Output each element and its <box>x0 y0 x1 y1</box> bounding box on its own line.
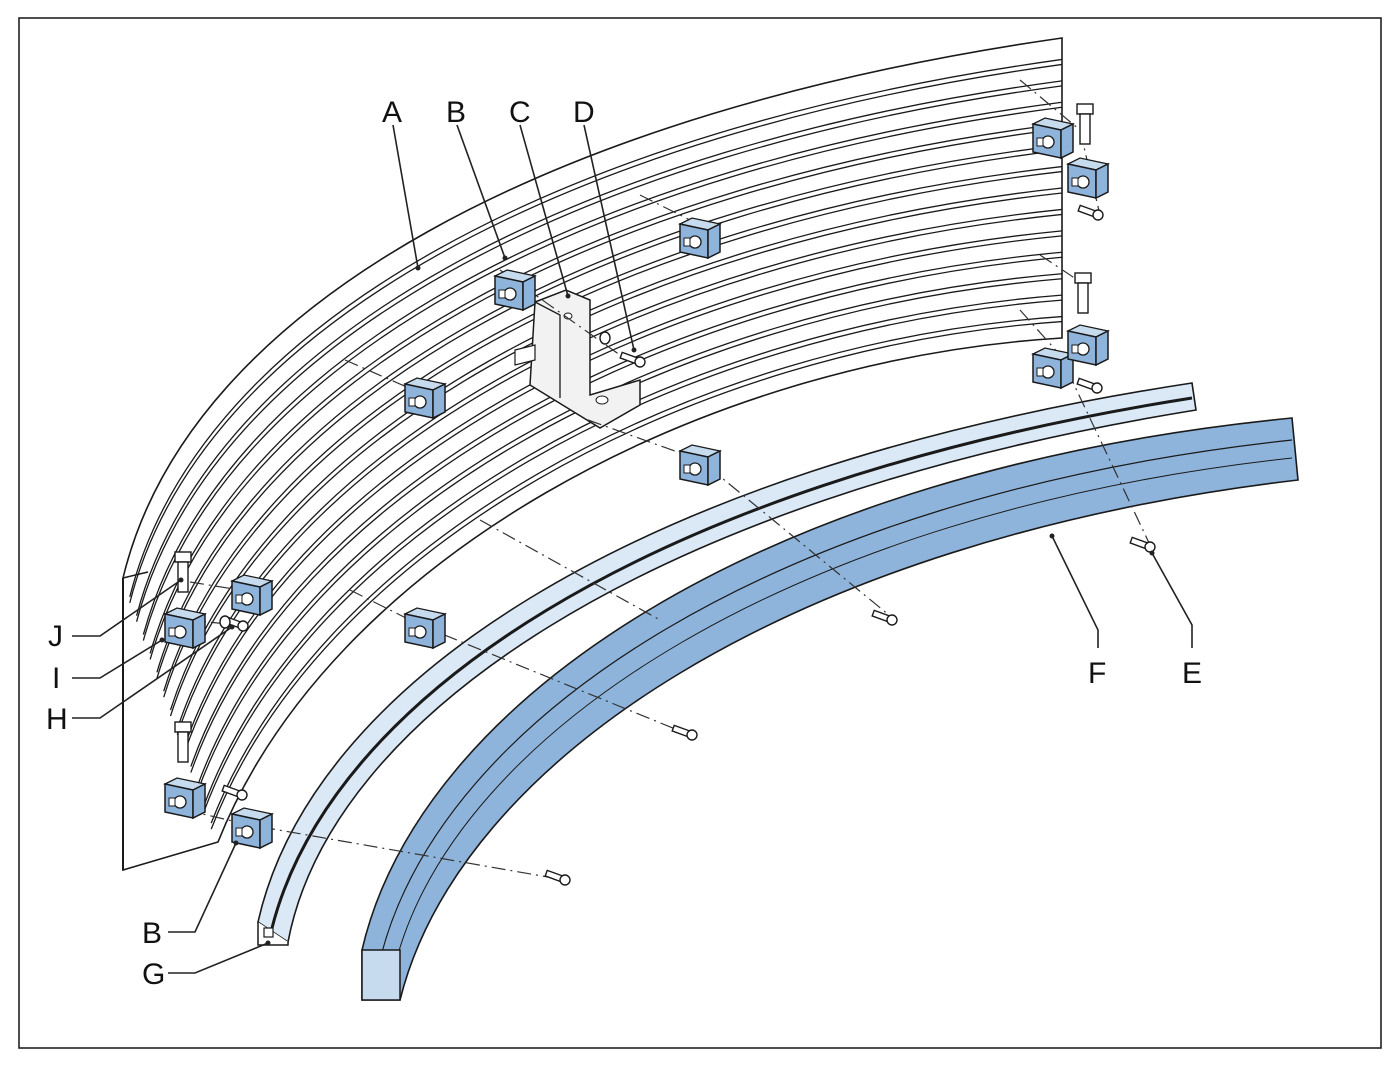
panel-ridge-edge <box>183 235 1063 754</box>
panel-edge-teeth <box>122 571 149 870</box>
washer <box>599 331 611 345</box>
washer <box>219 615 231 629</box>
panel-ridge <box>176 208 1063 730</box>
screw <box>221 784 248 801</box>
panel-ridge-edge <box>129 63 1063 604</box>
panel-ridge-edge <box>156 149 1063 679</box>
screw <box>671 724 698 741</box>
panel-ridge <box>210 315 1063 824</box>
curved-outer-beam <box>361 417 1299 1001</box>
screw <box>871 609 898 626</box>
label-a: A <box>382 96 402 129</box>
label-d: D <box>573 96 595 129</box>
panel-ridge <box>156 144 1063 673</box>
angle-bracket <box>514 289 641 429</box>
screw <box>544 869 571 886</box>
clamp-block <box>1031 117 1075 160</box>
bolts-and-screws <box>174 103 1156 886</box>
clamp-block <box>678 217 722 260</box>
label-f: F <box>1088 657 1106 690</box>
diagram-border <box>18 17 1382 1049</box>
clamp-block <box>1066 157 1110 200</box>
screw <box>1076 377 1103 394</box>
panel-ridge-edge <box>135 85 1063 622</box>
panel-ridge-edge <box>190 256 1063 773</box>
screw <box>1077 204 1104 221</box>
vertical-bolt <box>1076 103 1094 145</box>
panel-ridge-edge <box>163 170 1063 698</box>
curved-inner-rail <box>257 382 1197 946</box>
vertical-bolt <box>1074 272 1092 314</box>
label-j: J <box>48 620 63 653</box>
clamp-block <box>403 607 447 650</box>
clamp-block <box>1066 324 1110 367</box>
panel-ridge <box>129 58 1063 598</box>
panel-ridge <box>190 251 1063 767</box>
clamp-block <box>678 444 722 487</box>
clamp-block <box>403 377 447 420</box>
clamp-block <box>163 777 207 820</box>
label-i: I <box>52 662 60 695</box>
clamp-block <box>230 807 274 850</box>
panel-ridge-edge <box>210 320 1063 830</box>
leader-lines <box>72 124 1193 974</box>
panel-ridge-edge <box>169 192 1063 717</box>
panel-ridge <box>135 80 1063 616</box>
panel-ridge <box>169 187 1063 711</box>
vertical-bolt <box>174 721 192 763</box>
panel-ridge <box>203 294 1063 805</box>
label-b-bottom: B <box>142 917 162 950</box>
clamp-block <box>493 269 537 312</box>
panel-ridge <box>163 165 1063 692</box>
screw <box>1129 536 1156 553</box>
panel-ridge-edge <box>142 106 1063 641</box>
panel-ridge-edge <box>203 299 1063 811</box>
clamp-block <box>163 607 207 650</box>
screw <box>619 351 646 368</box>
panel-ridge-edge <box>197 278 1063 792</box>
panel-ridge <box>149 123 1063 654</box>
clamp-block <box>230 574 274 617</box>
clamp-blocks <box>163 117 1110 850</box>
panel-ridges <box>129 58 1063 830</box>
panel-ridge-edge <box>149 128 1063 660</box>
panel-ridge-edge <box>176 213 1063 736</box>
part-labels: A B C D E F J I H B G <box>46 96 1202 991</box>
label-h: H <box>46 703 68 736</box>
clamp-block <box>1031 347 1075 390</box>
label-e: E <box>1182 657 1202 690</box>
curved-corrugated-panel <box>122 37 1063 872</box>
vertical-bolt <box>174 551 192 593</box>
panel-ridge <box>197 273 1063 786</box>
label-b-top: B <box>446 96 466 129</box>
label-c: C <box>509 96 531 129</box>
label-g: G <box>142 958 165 991</box>
panel-ridge <box>142 101 1063 635</box>
